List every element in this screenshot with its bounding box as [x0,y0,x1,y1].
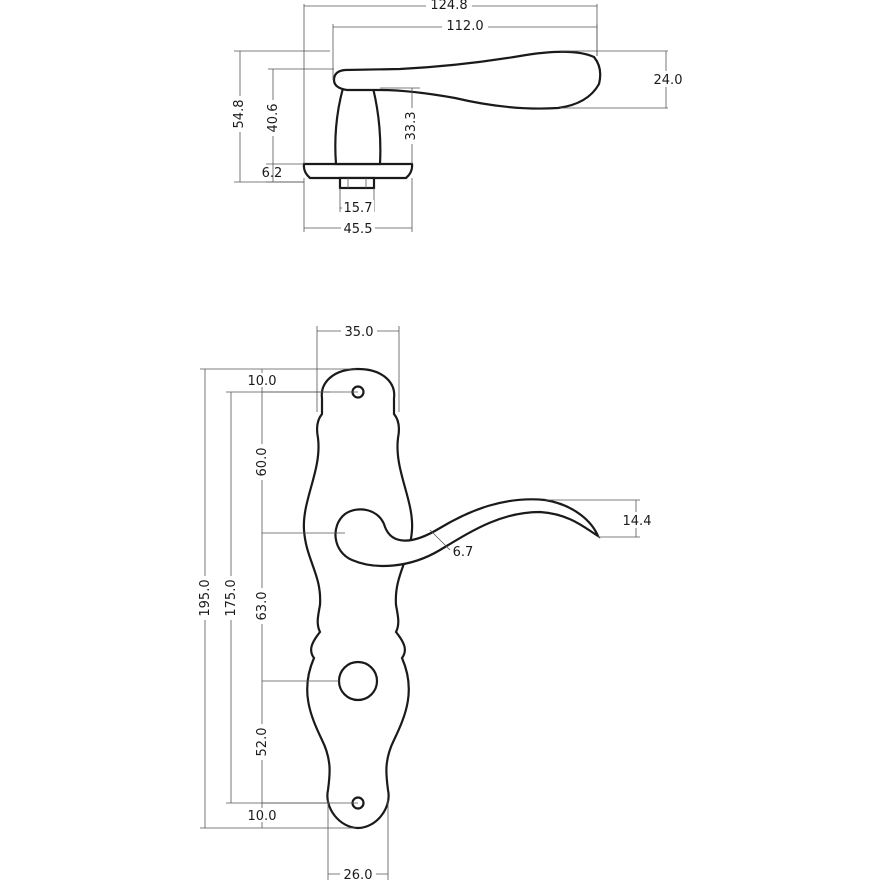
dim-top-hole-offset: 10.0 [248,374,277,389]
front-lever [334,498,601,568]
keyhole [337,660,379,702]
dim-lever-height: 24.0 [654,73,683,88]
dim-lever-axis-height: 40.6 [266,104,281,133]
dim-top-to-lever: 60.0 [255,448,270,477]
handle-neck [334,86,382,166]
dim-lever-thickness: 6.7 [453,545,474,560]
dim-plate-bottom-width: 26.0 [344,868,373,880]
dim-overall-height: 54.8 [232,100,247,129]
dim-keyhole-to-bottom-hole: 52.0 [255,728,270,757]
backplate-outline [302,367,414,830]
dim-lever-length: 112.0 [446,19,483,34]
side-view: 124.8 112.0 24.0 54.8 40.6 33.3 6.2 [232,0,686,237]
dim-rose-width: 45.5 [344,222,373,237]
dim-bottom-hole-offset: 10.0 [248,809,277,824]
dim-rose-thickness: 6.2 [262,166,283,181]
dim-plate-top-width: 35.0 [345,325,374,340]
dim-neck-height: 33.3 [404,112,419,141]
dim-overall-plate-height: 195.0 [198,579,213,616]
dim-spindle-width: 15.7 [344,201,373,216]
lever-profile [332,50,602,110]
dim-overall-length: 124.8 [430,0,467,13]
dim-hole-centres: 175.0 [224,579,239,616]
dim-lever-tip-height: 14.4 [623,514,652,529]
rose-base [302,162,414,180]
dim-lever-to-keyhole: 63.0 [255,592,270,621]
front-view: 35.0 195.0 175.0 10.0 60.0 63.0 52.0 10.… [196,324,654,880]
spindle [338,176,376,190]
